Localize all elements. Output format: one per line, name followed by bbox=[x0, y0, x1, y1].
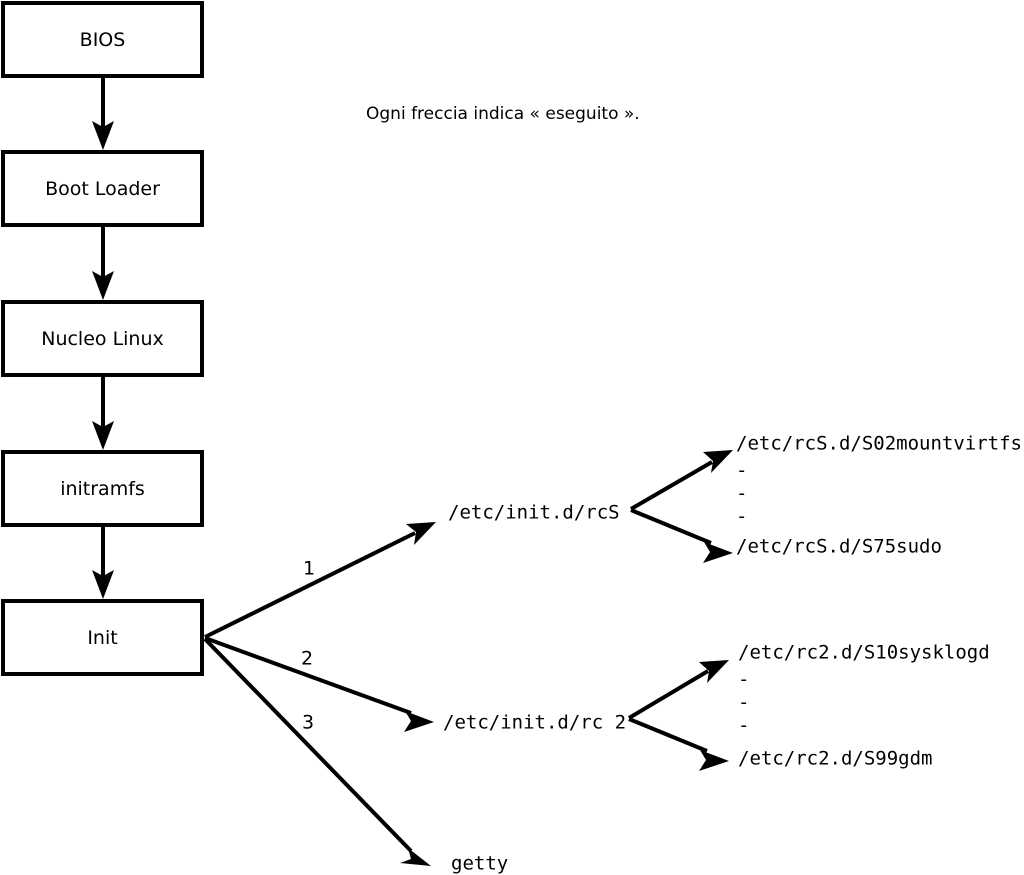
arrow-head-icon bbox=[92, 271, 114, 300]
arrow-head-icon bbox=[699, 750, 729, 771]
edge-number-2: 2 bbox=[301, 648, 313, 670]
node-nucleo-linux[interactable]: Nucleo Linux bbox=[1, 300, 204, 377]
node-boot-loader[interactable]: Boot Loader bbox=[1, 150, 204, 227]
arrow-rcs-to-last-script bbox=[630, 508, 733, 563]
rcs-ellipsis-dash-1: - bbox=[736, 460, 747, 482]
node-bios-label: BIOS bbox=[80, 29, 126, 51]
rcs-ellipsis-dash-2: - bbox=[736, 483, 747, 505]
label-rc2-first-script[interactable]: /etc/rc2.d/S10sysklogd bbox=[738, 642, 990, 664]
rc2-ellipsis-dash-3: - bbox=[738, 715, 749, 737]
arrow-initramfs-to-init bbox=[92, 525, 114, 599]
label-init-d-rc2[interactable]: /etc/init.d/rc 2 bbox=[443, 712, 626, 734]
arrow-init-branch-1 bbox=[204, 522, 436, 639]
rc2-ellipsis-dash-1: - bbox=[738, 669, 749, 691]
arrow-head-icon bbox=[92, 570, 114, 599]
edge-number-3: 3 bbox=[302, 712, 314, 734]
rcs-ellipsis-dash-3: - bbox=[736, 506, 747, 528]
node-init-label: Init bbox=[87, 627, 117, 649]
label-init-d-rcs[interactable]: /etc/init.d/rcS bbox=[448, 502, 620, 524]
node-initramfs-rect bbox=[1, 450, 204, 527]
arrow-head-icon bbox=[404, 711, 434, 732]
arrow-head-icon bbox=[400, 848, 431, 866]
arrow-head-icon bbox=[406, 522, 436, 545]
node-bios-rect bbox=[1, 1, 204, 78]
node-init-rect bbox=[1, 599, 204, 676]
node-boot-loader-label: Boot Loader bbox=[45, 178, 160, 200]
arrow-bios-to-boot-loader bbox=[92, 76, 114, 150]
arrow-head-icon bbox=[703, 450, 733, 473]
arrow-head-icon bbox=[699, 660, 729, 683]
arrow-rcs-to-first-script bbox=[629, 450, 733, 511]
node-init[interactable]: Init bbox=[1, 599, 204, 676]
arrow-init-branch-3 bbox=[203, 637, 431, 866]
arrow-nucleo-to-initramfs bbox=[92, 375, 114, 450]
diagram-note: Ogni freccia indica « eseguito ». bbox=[366, 104, 640, 124]
node-nucleo-linux-label: Nucleo Linux bbox=[41, 328, 164, 350]
arrow-rc2-to-first-script bbox=[627, 660, 729, 720]
label-rcs-last-script[interactable]: /etc/rcS.d/S75sudo bbox=[736, 536, 942, 558]
edge-number-1: 1 bbox=[303, 558, 315, 580]
arrow-head-icon bbox=[92, 121, 114, 150]
arrow-head-icon bbox=[703, 542, 733, 563]
label-rc2-last-script[interactable]: /etc/rc2.d/S99gdm bbox=[738, 748, 932, 770]
arrow-rc2-to-last-script bbox=[628, 717, 729, 771]
label-rcs-first-script[interactable]: /etc/rcS.d/S02mountvirtfs bbox=[736, 433, 1022, 455]
arrow-head-icon bbox=[92, 421, 114, 450]
arrow-boot-loader-to-nucleo bbox=[92, 225, 114, 300]
node-initramfs-label: initramfs bbox=[60, 478, 145, 500]
node-bios[interactable]: BIOS bbox=[1, 1, 204, 78]
node-initramfs[interactable]: initramfs bbox=[1, 450, 204, 527]
rc2-ellipsis-dash-2: - bbox=[738, 692, 749, 714]
arrow-init-branch-2 bbox=[204, 636, 434, 732]
label-getty[interactable]: getty bbox=[451, 853, 508, 875]
